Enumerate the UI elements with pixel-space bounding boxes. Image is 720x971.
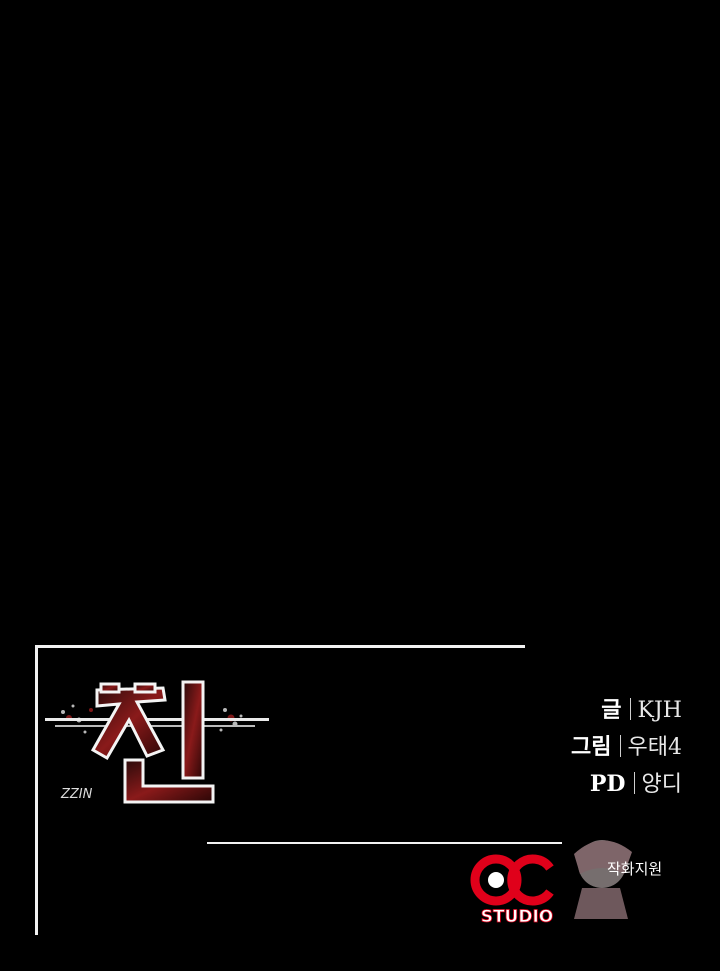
studio-logo: STUDIO — [470, 854, 554, 927]
credit-role: 그림 — [571, 734, 612, 760]
credit-separator — [619, 735, 621, 757]
credits-list: 글 KJH 그림 우태4 PD 양디 — [571, 692, 682, 803]
title-logo: ZZIN — [45, 680, 269, 804]
art-support-illustration — [562, 834, 687, 919]
divider-line — [207, 842, 683, 844]
credit-name: KJH — [637, 698, 682, 723]
credit-name: 우태4 — [627, 735, 682, 760]
studio-name: STUDIO — [481, 907, 554, 927]
logo-subtitle: ZZIN — [60, 787, 93, 802]
credit-row-pd: PD 양디 — [571, 766, 682, 803]
art-support-label: 작화지원 — [607, 860, 663, 878]
credit-separator — [629, 698, 631, 720]
frame-left-line — [35, 645, 38, 935]
credit-role: 글 — [601, 697, 622, 723]
credit-row-writer: 글 KJH — [571, 692, 682, 729]
credit-row-artist: 그림 우태4 — [571, 729, 682, 766]
credit-name: 양디 — [641, 772, 682, 797]
frame-top-line — [35, 645, 525, 648]
credit-separator — [633, 772, 635, 794]
credit-role: PD — [589, 771, 626, 797]
